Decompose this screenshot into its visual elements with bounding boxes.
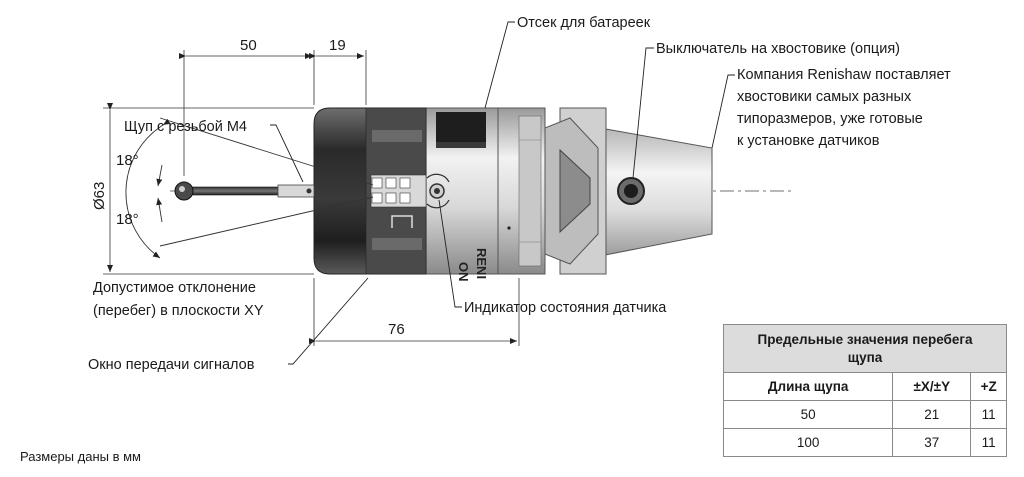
table-caption-line-2: щупа: [847, 349, 883, 365]
dimension-top: 50 19: [179, 37, 367, 176]
stylus-callout: Щуп с резьбой M4: [124, 119, 247, 135]
signal-window-body: [313, 107, 427, 275]
led-callout: Индикатор состояния датчика: [464, 300, 667, 316]
status-led-icon: [426, 173, 450, 209]
table-row: 50 21 11: [722, 400, 1007, 429]
shank-callout-1: Компания Renishaw поставляет: [737, 67, 951, 83]
overtravel-callout-1: Допустимое отклонение: [93, 280, 256, 296]
shank-callout-4: к установке датчиков: [737, 133, 880, 149]
angle-down-label: 18°: [116, 211, 139, 228]
diameter-label: Ø63: [91, 182, 108, 210]
angle-up-label: 18°: [116, 152, 139, 169]
dimension-length: 76: [309, 278, 520, 346]
rotation-mark: ON: [456, 262, 471, 282]
tool-shank: [539, 107, 713, 275]
stylus-ball-icon: [174, 181, 194, 201]
probe-ring: [496, 107, 546, 275]
leader-lines: [270, 21, 735, 365]
dim-76-label: 76: [388, 321, 405, 338]
overtravel-line-up: [159, 117, 374, 186]
overtravel-callout-2: (перебег) в плоскости XY: [93, 303, 264, 319]
shank-callout-2: хвостовики самых разных: [737, 89, 912, 105]
table-header-xy: ±X/±Y: [892, 372, 972, 401]
dim-19-label: 19: [329, 37, 346, 54]
window-callout: Окно передачи сигналов: [88, 357, 255, 373]
table-cell: 37: [892, 428, 972, 457]
dim-50-label: 50: [240, 37, 257, 54]
table-caption-line-1: Предельные значения перебега: [757, 331, 973, 347]
shank-callout-3: типоразмеров, уже готовые: [737, 111, 923, 127]
table-cell: 50: [722, 400, 894, 429]
switch-callout: Выключатель на хвостовике (опция): [656, 41, 900, 57]
units-footnote: Размеры даны в мм: [20, 449, 141, 464]
table-header-length: Длина щупа: [722, 372, 894, 401]
overtravel-limits-table: Предельные значения перебега щупа Длина …: [722, 324, 1007, 457]
dimension-diameter: Ø63: [91, 103, 314, 275]
stylus: [185, 184, 315, 198]
brand-logo: RENI: [474, 248, 489, 279]
table-cell: 11: [970, 400, 1007, 429]
overtravel-line-down: [159, 196, 374, 247]
battery-callout: Отсек для батареек: [517, 15, 651, 31]
table-cell: 21: [892, 400, 972, 429]
table-cell: 11: [970, 428, 1007, 457]
table-cell: 100: [722, 428, 894, 457]
table-header-z: +Z: [970, 372, 1007, 401]
table-row: 100 37 11: [722, 428, 1007, 457]
shank-switch-icon: [617, 177, 645, 205]
overtravel-arc: [125, 118, 171, 259]
table-caption: Предельные значения перебега щупа: [723, 324, 1007, 373]
